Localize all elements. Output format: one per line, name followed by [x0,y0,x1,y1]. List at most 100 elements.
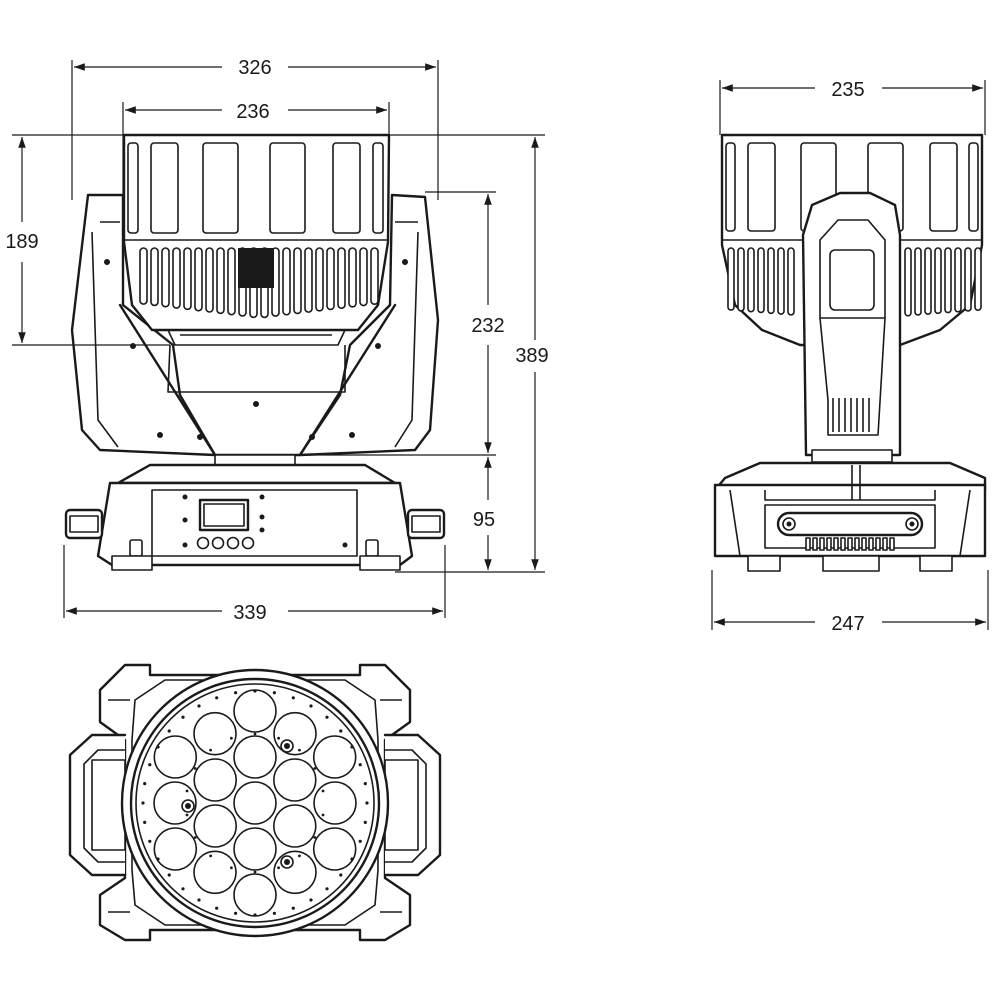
dim-front-housing-width: 326 [238,57,271,79]
heatsink-fin [914,247,922,316]
ring-dot [313,836,317,839]
led-lens [233,781,277,825]
ring-dot [230,866,233,870]
top-ring-dots [141,689,369,917]
ring-dot [143,820,147,825]
ring-dot [339,873,343,877]
side-yoke-fins [832,398,870,432]
ring-dot [325,715,329,719]
heatsink-fin [370,247,379,306]
led-lens [233,873,277,917]
dim-side-base-width: 247 [831,613,864,635]
ring-dot [253,689,257,693]
dim-front-head-height: 189 [5,231,38,253]
led-lens [193,711,237,756]
led-lens [272,758,317,802]
ring-dot [272,691,276,695]
side-heatsink-fins [727,247,982,317]
heatsink-fin [757,247,765,314]
side-base [713,461,987,572]
heatsink-fin [727,247,735,311]
led-lens [312,735,357,779]
heatsink-fin [787,247,795,316]
heatsink-fin [216,247,225,315]
heatsink-fin [205,247,214,313]
dim-base-height: 95 [473,509,495,531]
heatsink-fin [904,247,912,317]
heatsink-fin [337,247,346,309]
base-vent [861,537,867,551]
led-lens [313,781,357,825]
ring-dot [185,789,189,793]
led-lens [312,827,357,871]
led-lens [153,781,197,825]
side-view: 235 247 [711,79,989,635]
top-lens-ring-inner [129,677,381,929]
ring-dot [291,696,295,700]
ring-dot [234,911,238,915]
heatsink-fin [183,247,192,311]
base-vent [854,537,860,551]
ring-dot [325,887,329,891]
base-vent [812,537,818,551]
ring-dot [339,729,343,733]
ring-dot [272,911,276,915]
base-vent [805,537,811,551]
heatsink-fin [304,247,313,313]
ring-dot [313,767,317,770]
dim-front-yoke-height: 232 [471,315,504,337]
led-lens [273,711,317,756]
base-vent [833,537,839,551]
front-view: 326 236 189 232 389 95 [5,57,548,624]
ring-dot [143,782,147,786]
ring-dot [197,898,201,902]
ring-dot [209,854,213,858]
heatsink-fin [737,247,745,312]
heatsink-fin [161,247,170,308]
heatsink-fin [293,247,302,315]
ring-dot [215,696,219,700]
base-vent [826,537,832,551]
led-lens [272,804,317,848]
front-handle-right [406,508,446,540]
ring-dot [309,704,313,708]
ring-dot [230,736,233,740]
heatsink-fin [924,247,932,315]
heatsink-fin [194,247,203,312]
ring-dot [363,820,367,825]
heatsink-fin [315,247,324,312]
front-yoke-screws [104,259,408,440]
top-handle-right [383,733,442,877]
heatsink-fin [139,247,148,305]
dim-total-height: 389 [515,345,548,367]
heatsink-fin [747,247,755,313]
ring-dot [181,887,185,891]
side-base-vents [805,537,895,551]
base-vent [868,537,874,551]
ring-dot [358,839,362,843]
ring-dot [185,813,189,817]
ring-dot [209,748,213,752]
base-vent [889,537,895,551]
front-display-screen [198,498,250,532]
ring-dot [234,691,238,695]
ring-dot [277,736,280,740]
ring-dot [215,906,219,910]
heatsink-fin [974,247,982,311]
front-dimensions: 326 236 189 232 389 95 [5,57,548,624]
led-lens [193,758,237,802]
heatsink-fin [944,247,952,314]
led-lens [153,827,198,871]
heatsink-fin [359,247,368,307]
ring-dot [253,913,257,917]
top-led-array [153,689,357,917]
front-heatsink-fins [139,247,379,319]
ring-dot [365,801,369,805]
led-lens [273,850,317,895]
side-dimensions: 235 247 [711,79,989,635]
ring-dot [298,748,301,752]
heatsink-fin [348,247,357,308]
heatsink-fin [964,247,972,312]
top-screws [181,739,294,869]
heatsink-fin [150,247,159,307]
